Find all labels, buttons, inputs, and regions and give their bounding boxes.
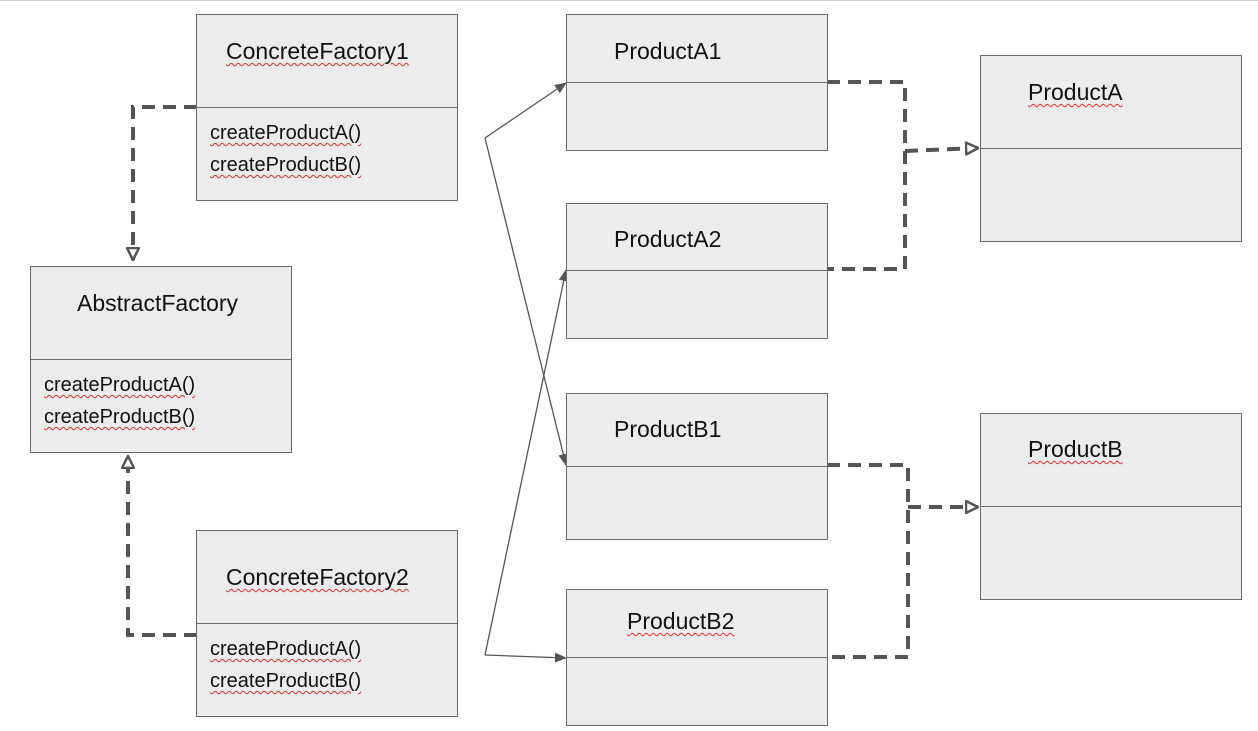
class-divider (981, 506, 1241, 507)
class-title: ProductB1 (614, 416, 722, 442)
product-b1-box[interactable]: ProductB1 (566, 393, 828, 540)
class-title: ProductB2 (627, 608, 735, 634)
arrow-concretefactory1-to-productb1 (484, 137, 569, 466)
realization-productb-bracket (827, 463, 910, 659)
realization-producta-arrow (904, 148, 978, 151)
method-create-product-a: createProductA() (210, 122, 362, 144)
product-b2-box[interactable]: ProductB2 (566, 589, 828, 726)
product-a1-box[interactable]: ProductA1 (566, 14, 828, 151)
class-divider (197, 623, 457, 624)
abstract-factory-box[interactable]: AbstractFactory createProductA() createP… (30, 266, 292, 453)
class-title: ConcreteFactory2 (226, 564, 409, 590)
method-create-product-b: createProductB() (210, 154, 362, 176)
class-title: ProductA (1028, 79, 1123, 105)
class-title: ConcreteFactory1 (226, 38, 409, 64)
arrow-concretefactory1-to-producta1 (484, 82, 567, 139)
class-title: ProductA2 (614, 226, 722, 252)
arrow-concretefactory2-to-productb2 (484, 652, 567, 663)
class-divider (197, 107, 457, 108)
top-border-line (0, 0, 1258, 1)
class-divider (31, 359, 291, 360)
class-divider (567, 657, 827, 658)
class-title: AbstractFactory (77, 290, 239, 316)
method-create-product-b: createProductB() (210, 670, 362, 692)
class-divider (981, 148, 1241, 149)
product-a2-box[interactable]: ProductA2 (566, 203, 828, 339)
class-divider (567, 82, 827, 83)
concrete-factory-2-box[interactable]: ConcreteFactory2 createProductA() create… (196, 530, 458, 717)
product-a-box[interactable]: ProductA (980, 55, 1242, 242)
class-divider (567, 466, 827, 467)
method-create-product-a: createProductA() (44, 374, 196, 396)
method-create-product-a: createProductA() (210, 638, 362, 660)
class-divider (567, 270, 827, 271)
realization-concretefactory1-to-abstractfactory (133, 105, 197, 260)
realization-producta1-bracket (827, 80, 907, 271)
concrete-factory-1-box[interactable]: ConcreteFactory1 createProductA() create… (196, 14, 458, 201)
class-title: ProductB (1028, 436, 1123, 462)
arrow-concretefactory2-to-producta2 (484, 269, 569, 656)
class-title: ProductA1 (614, 38, 722, 64)
method-create-product-b: createProductB() (44, 406, 196, 428)
product-b-box[interactable]: ProductB (980, 413, 1242, 600)
realization-concretefactory2-to-abstractfactory (128, 456, 197, 637)
